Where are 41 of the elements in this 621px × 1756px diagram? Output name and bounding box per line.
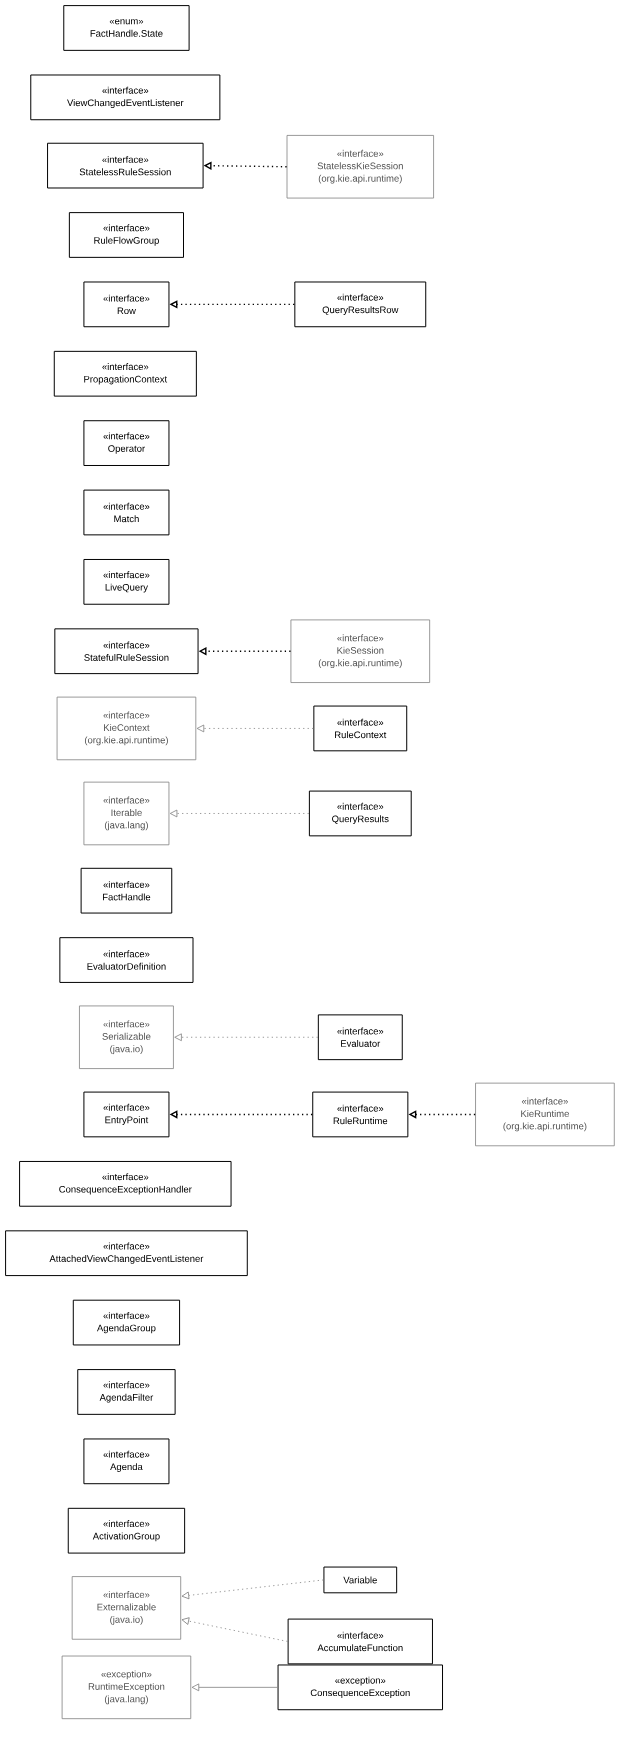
inheritance-arrow: [174, 1033, 319, 1042]
inheritance-arrow: [191, 1683, 278, 1692]
class-box: «interface» KieContext (org.kie.api.runtime): [56, 696, 197, 761]
class-box: «interface» Agenda: [83, 1438, 170, 1485]
class-box: «interface» ViewChangedEventListener: [30, 74, 221, 121]
class-box: «interface» ConsequenceExceptionHandler: [19, 1160, 232, 1207]
class-box: «exception» RuntimeException (java.lang): [61, 1655, 192, 1720]
class-box: «interface» AttachedViewChangedEventListener: [5, 1230, 248, 1277]
class-box: «interface» KieRuntime (org.kie.api.runtime): [475, 1082, 615, 1147]
class-box: «interface» StatefulRuleSession: [54, 628, 199, 675]
inheritance-arrow: [196, 724, 314, 733]
class-box: «interface» FactHandle: [80, 867, 173, 914]
class-box: «interface» AgendaGroup: [72, 1299, 181, 1346]
class-box: «interface» RuleContext: [313, 705, 408, 752]
class-box: «interface» Operator: [83, 420, 170, 466]
class-box: «interface» LiveQuery: [83, 559, 170, 605]
class-box: «interface» Iterable (java.lang): [83, 781, 170, 846]
class-box: «interface» Externalizable (java.io): [71, 1576, 182, 1640]
class-box: «interface» Match: [83, 489, 170, 536]
class-box: «interface» QueryResults: [308, 790, 412, 837]
inheritance-arrow: [181, 1579, 324, 1600]
class-box: «interface» Serializable (java.io): [79, 1005, 174, 1069]
class-box: «interface» EvaluatorDefinition: [59, 937, 194, 983]
class-box: «enum» FactHandle.State: [63, 5, 190, 51]
class-box: «interface» AccumulateFunction: [287, 1618, 433, 1665]
class-box: «interface» ActivationGroup: [67, 1507, 186, 1554]
class-box: «interface» AgendaFilter: [77, 1369, 176, 1415]
class-box: «interface» QueryResultsRow: [294, 281, 427, 328]
class-box: «interface» PropagationContext: [53, 350, 197, 397]
class-box: Variable: [323, 1566, 398, 1594]
inheritance-arrow: [169, 809, 310, 818]
class-box: «interface» EntryPoint: [83, 1091, 170, 1138]
class-box: «interface» StatelessRuleSession: [47, 142, 204, 189]
class-box: «interface» Row: [83, 281, 170, 328]
class-box: «exception» ConsequenceException: [277, 1664, 444, 1711]
class-box: «interface» RuleFlowGroup: [68, 212, 184, 258]
class-box: «interface» Evaluator: [317, 1014, 403, 1061]
inheritance-arrow: [181, 1617, 288, 1642]
class-box: «interface» RuleRuntime: [312, 1091, 409, 1138]
class-box: «interface» StatelessKieSession (org.kie.api.runtime): [286, 135, 434, 199]
class-box: «interface» KieSession (org.kie.api.runtime): [290, 619, 431, 683]
